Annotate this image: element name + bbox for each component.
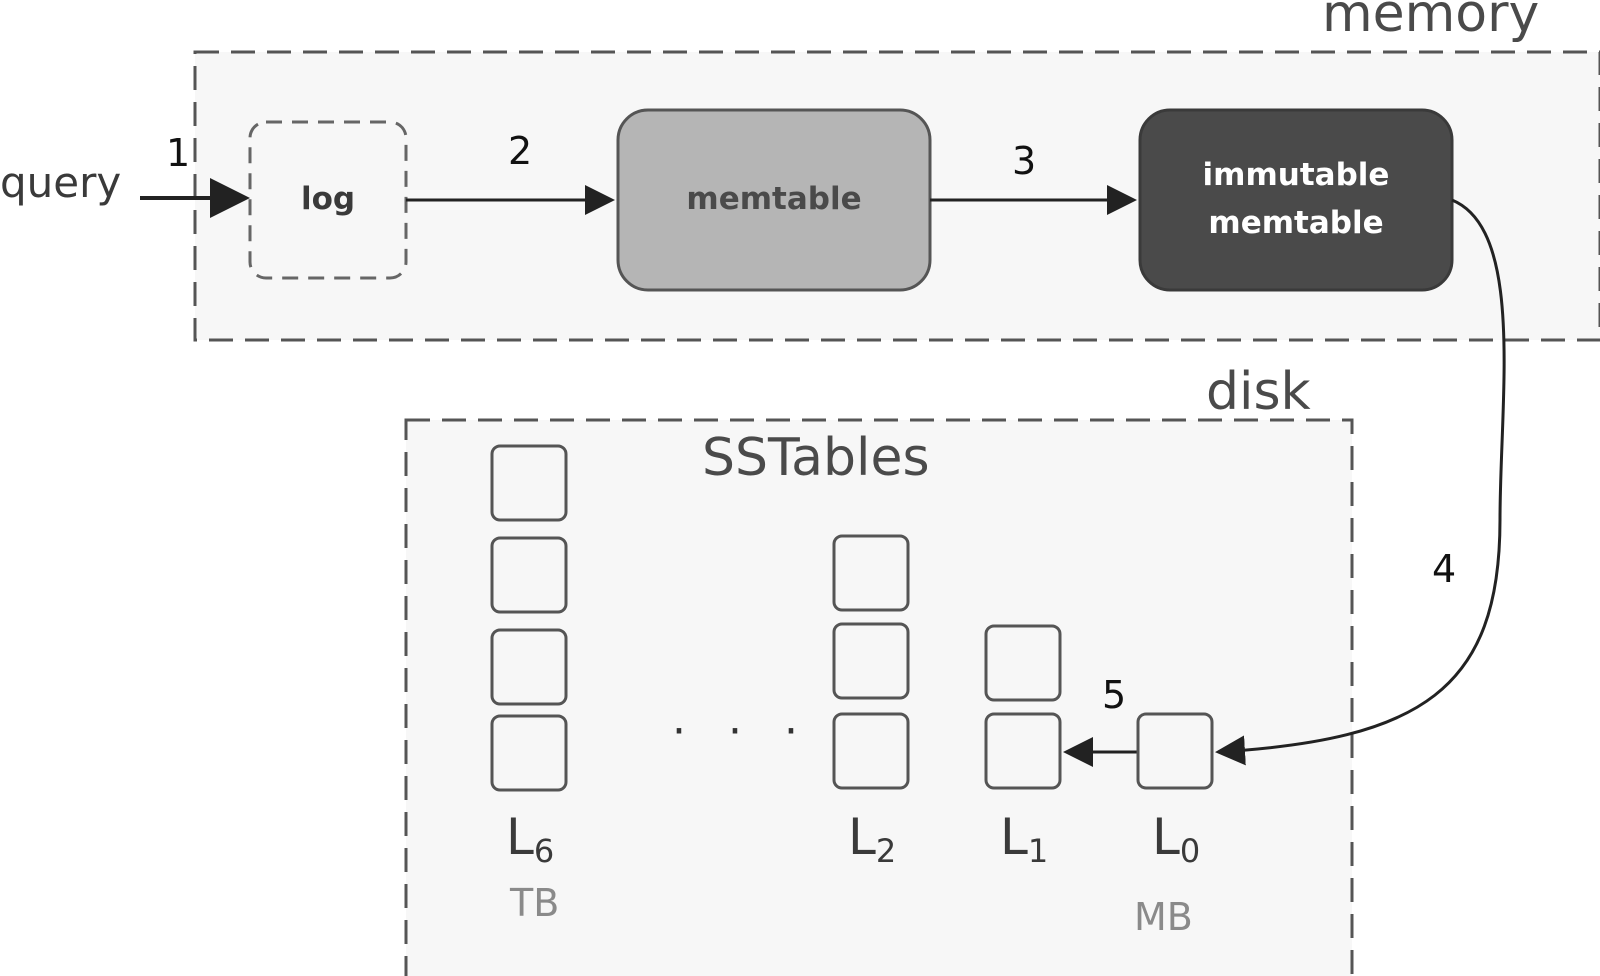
sstable-box bbox=[1136, 712, 1214, 790]
sstables-l6 bbox=[490, 444, 568, 792]
level-subscript: 1 bbox=[1027, 832, 1049, 870]
sstables-title: SSTables bbox=[702, 428, 930, 488]
unit-l6: TB bbox=[510, 881, 560, 925]
level-letter: L bbox=[1152, 808, 1180, 866]
step-1: 1 bbox=[166, 131, 191, 175]
disk-label: disk bbox=[1206, 362, 1311, 422]
sstable-box bbox=[984, 712, 1062, 790]
unit-l0: MB bbox=[1134, 895, 1193, 939]
sstables-l1 bbox=[984, 624, 1062, 790]
level-label-l1: L1 bbox=[1000, 812, 1048, 867]
immutable-label-line2: memtable bbox=[1208, 205, 1384, 241]
level-subscript: 2 bbox=[875, 832, 897, 870]
sstables-l2 bbox=[832, 534, 910, 790]
step-4: 4 bbox=[1432, 547, 1457, 591]
sstables-l0 bbox=[1136, 712, 1214, 790]
log-label: log bbox=[300, 181, 356, 217]
sstable-box bbox=[832, 534, 910, 612]
sstable-box bbox=[490, 714, 568, 792]
level-letter: L bbox=[848, 808, 876, 866]
memory-label: memory bbox=[1322, 0, 1540, 44]
sstable-box bbox=[832, 622, 910, 700]
levels-ellipsis: · · · bbox=[672, 706, 812, 757]
immutable-memtable-box bbox=[1138, 108, 1454, 292]
step-2: 2 bbox=[508, 129, 533, 173]
sstable-box bbox=[490, 444, 568, 522]
sstable-box bbox=[832, 712, 910, 790]
query-label: query bbox=[0, 158, 122, 207]
immutable-label-line1: immutable bbox=[1202, 157, 1390, 193]
arrow-flush-to-l0 bbox=[1215, 198, 1506, 766]
sstable-box bbox=[490, 628, 568, 706]
level-letter: L bbox=[1000, 808, 1028, 866]
level-label-l0: L0 bbox=[1152, 812, 1200, 867]
sstable-box bbox=[984, 624, 1062, 702]
step-3: 3 bbox=[1012, 139, 1037, 183]
step-5: 5 bbox=[1102, 673, 1127, 717]
memtable-label: memtable bbox=[686, 181, 862, 217]
level-subscript: 6 bbox=[533, 832, 555, 870]
level-letter: L bbox=[506, 808, 534, 866]
level-label-l6: L6 bbox=[506, 812, 554, 867]
level-subscript: 0 bbox=[1179, 832, 1201, 870]
level-label-l2: L2 bbox=[848, 812, 896, 867]
sstable-box bbox=[490, 536, 568, 614]
